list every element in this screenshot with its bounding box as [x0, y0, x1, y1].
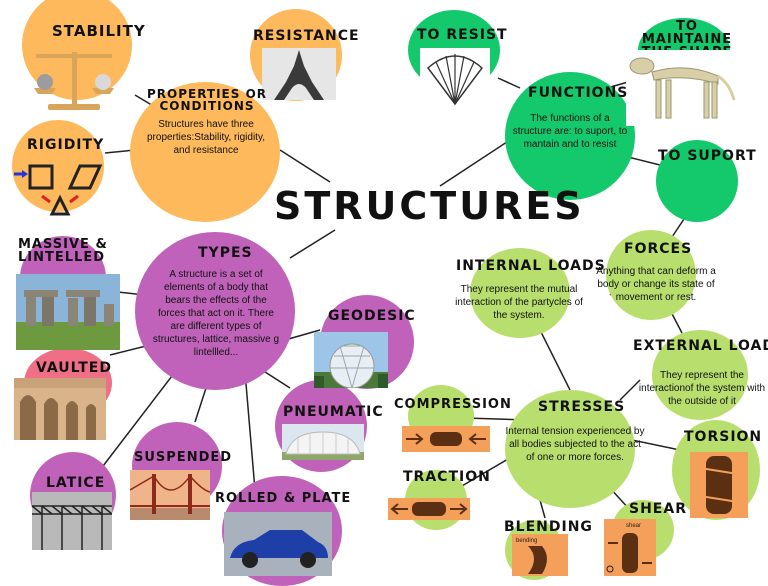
stresses-text: Internal tension experienced by all bodi… — [505, 426, 645, 463]
forces-title: FORCES — [624, 241, 693, 257]
lattice-image — [32, 492, 112, 550]
pneumatic-title: PNEUMATIC — [283, 404, 384, 420]
skeleton-image — [626, 50, 736, 126]
properties-title: PROPERTIES OR CONDITIONS — [146, 87, 268, 113]
suspended-title: SUSPENDED — [134, 450, 233, 465]
functions-title: FUNCTIONS — [528, 85, 629, 101]
forces-text: Anything that can deform a body or chang… — [596, 266, 716, 303]
pneumatic-image — [282, 424, 364, 460]
shear-title: SHEAR — [629, 501, 687, 517]
suspension-bridge-image — [130, 470, 210, 520]
functions-circle — [505, 72, 635, 200]
stresses-circle — [505, 390, 635, 508]
stability-title: STABILITY — [52, 22, 146, 40]
properties-circle — [130, 82, 280, 222]
to-suport-title: TO SUPORT — [658, 148, 757, 164]
vaulted-image — [14, 378, 106, 440]
balance-scale-image — [28, 44, 120, 112]
torsion-image — [690, 452, 748, 518]
forces-circle — [606, 230, 696, 320]
torsion-title: TORSION — [684, 429, 763, 445]
internal-loads-title: INTERNAL LOADS — [456, 258, 606, 274]
traction-image — [388, 498, 470, 520]
rolled-title: ROLLED & PLATE — [215, 491, 352, 506]
external-loads-title: EXTERNAL LOADS — [633, 338, 768, 354]
external-loads-circle — [652, 330, 748, 420]
latice-title: LATICE — [46, 475, 106, 491]
rigidity-diagram — [12, 160, 112, 218]
functions-text: The functions of a structure are: to sup… — [512, 113, 628, 150]
geodesic-title: GEODESIC — [328, 308, 416, 324]
types-text: A structure is a set of elements of a bo… — [152, 269, 280, 358]
types-circle — [135, 232, 295, 390]
internal-loads-text: They represent the mutual interaction of… — [455, 284, 583, 321]
to-suport-circle — [656, 140, 738, 222]
to-resist-title: TO RESIST — [417, 27, 508, 43]
types-title: TYPES — [198, 245, 253, 261]
compression-title: COMPRESSION — [394, 397, 512, 412]
traction-title: TRACTION — [403, 469, 491, 485]
vaulted-title: VAULTED — [36, 360, 112, 376]
internal-loads-circle — [470, 248, 570, 338]
massive-title: MASSIVE & LINTELLED — [18, 237, 108, 265]
blending-title: BLENDING — [504, 519, 593, 535]
shear-image-label: shear — [626, 523, 641, 529]
geodesic-dome-image — [314, 332, 388, 388]
shell-image — [420, 48, 490, 110]
car-image — [224, 512, 332, 576]
main-title: STRUCTURES — [274, 184, 585, 228]
properties-text: Structures have three properties:Stabili… — [146, 119, 265, 156]
bending-image: bending — [512, 534, 568, 576]
bending-image-label: bending — [516, 538, 537, 544]
shear-image: shear — [604, 519, 656, 576]
compression-image — [402, 426, 490, 452]
resistance-title: RESISTANCE — [253, 28, 360, 44]
stonehenge-image — [16, 274, 120, 350]
rigidity-title: RIGIDITY — [27, 137, 105, 153]
eiffel-tower-image — [262, 48, 336, 100]
external-loads-text: They represent the interactionof the sys… — [638, 370, 766, 407]
stresses-title: STRESSES — [538, 399, 626, 415]
